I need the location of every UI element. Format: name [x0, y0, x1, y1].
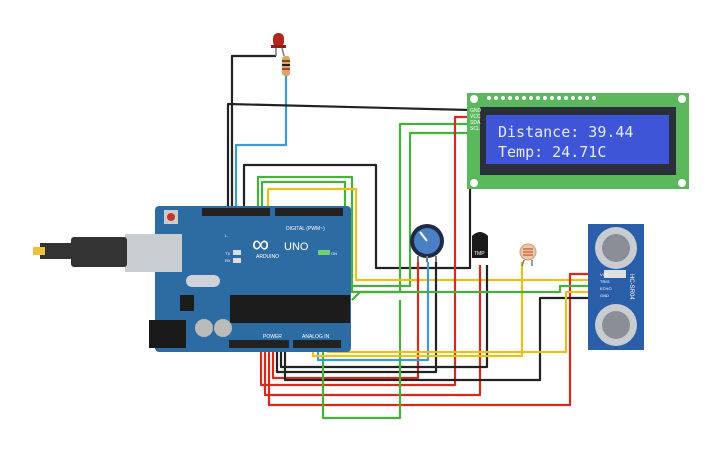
wire-led-gnd[interactable] — [230, 54, 276, 210]
arduino-on-label: ON — [331, 251, 337, 256]
temperature-sensor[interactable]: TMP — [472, 232, 488, 258]
lcd-header-pad — [501, 96, 505, 100]
lcd-header-pad — [487, 96, 491, 100]
lcd-header-pad — [585, 96, 589, 100]
svg-text:GND: GND — [600, 293, 609, 298]
arduino-l-label: L — [225, 233, 228, 238]
svg-text:ECHO: ECHO — [600, 286, 612, 291]
lcd-header-pad — [557, 96, 561, 100]
wire-pot-wiper[interactable] — [316, 262, 430, 362]
wire-lcd-gnd[interactable] — [226, 102, 471, 210]
lcd-line-2: Temp: 24.71C — [498, 143, 606, 161]
lcd-header-pad — [543, 96, 547, 100]
lcd-module[interactable]: Distance: 39.44 Temp: 24.71C GND VCC SDA… — [467, 93, 689, 189]
svg-text:VCC: VCC — [600, 272, 609, 277]
wire-led-signal[interactable] — [234, 74, 288, 210]
lcd-header-pad — [529, 96, 533, 100]
wire-gnd-c[interactable] — [283, 296, 590, 382]
ultrasonic-sensor[interactable]: VCC TRIG ECHO GND HC-SR04 — [588, 224, 644, 350]
lcd-pin-labels: GND VCC SDA SCL — [470, 108, 482, 132]
svg-text:SDA: SDA — [470, 120, 481, 126]
svg-text:VCC: VCC — [470, 114, 481, 120]
arduino-power-label: POWER — [263, 334, 282, 340]
wire-lcd-vcc[interactable] — [259, 115, 470, 387]
lcd-header-pad — [522, 96, 526, 100]
lcd-header-pad — [571, 96, 575, 100]
arduino-logo-icon: ∞ — [252, 231, 269, 258]
lcd-header-pads — [487, 96, 596, 100]
wire-gnd-a[interactable] — [275, 262, 438, 374]
wire-vcc-bus[interactable] — [263, 265, 482, 397]
lcd-header-pad — [564, 96, 568, 100]
arduino-uno[interactable]: ∞ UNO ARDUINO DIGITAL (PWM~) POWER ANALO… — [33, 206, 351, 352]
wire-vcc-ultra[interactable] — [267, 272, 590, 407]
wire-us-trig[interactable] — [266, 187, 590, 282]
arduino-tx-label: TX — [225, 251, 230, 256]
wire-pot-vcc[interactable] — [271, 262, 420, 380]
ultrasonic-pin-labels: VCC TRIG ECHO GND — [600, 272, 612, 298]
wire-gnd-loop[interactable] — [242, 128, 472, 270]
wire-lcd-scl[interactable] — [256, 122, 470, 294]
arduino-rx-label: RX — [225, 258, 231, 263]
lcd-header-pad — [536, 96, 540, 100]
wire-us-echo[interactable] — [326, 290, 590, 354]
svg-text:GND: GND — [470, 108, 482, 114]
svg-text:TRIG: TRIG — [600, 279, 610, 284]
lcd-header-pad — [515, 96, 519, 100]
arduino-digital-label: DIGITAL (PWM~) — [286, 226, 325, 232]
lcd-header-pad — [494, 96, 498, 100]
photoresistor[interactable] — [519, 243, 537, 267]
lcd-header-pad — [508, 96, 512, 100]
lcd-header-pad — [578, 96, 582, 100]
wire-gnd-b[interactable] — [279, 265, 489, 369]
arduino-analog-label: ANALOG IN — [302, 334, 330, 340]
arduino-model-label: UNO — [284, 241, 309, 253]
temp-sensor-label: TMP — [474, 251, 485, 257]
potentiometer[interactable] — [410, 224, 444, 262]
arduino-brand-label: ARDUINO — [256, 254, 279, 260]
wire-us-ping[interactable] — [351, 284, 590, 301]
lcd-header-pad — [592, 96, 596, 100]
led[interactable] — [271, 33, 286, 57]
svg-text:SCL: SCL — [470, 126, 480, 132]
lcd-header-pad — [550, 96, 554, 100]
ultrasonic-label: HC-SR04 — [628, 274, 634, 300]
resistor[interactable] — [282, 56, 290, 76]
lcd-line-1: Distance: 39.44 — [498, 123, 633, 141]
